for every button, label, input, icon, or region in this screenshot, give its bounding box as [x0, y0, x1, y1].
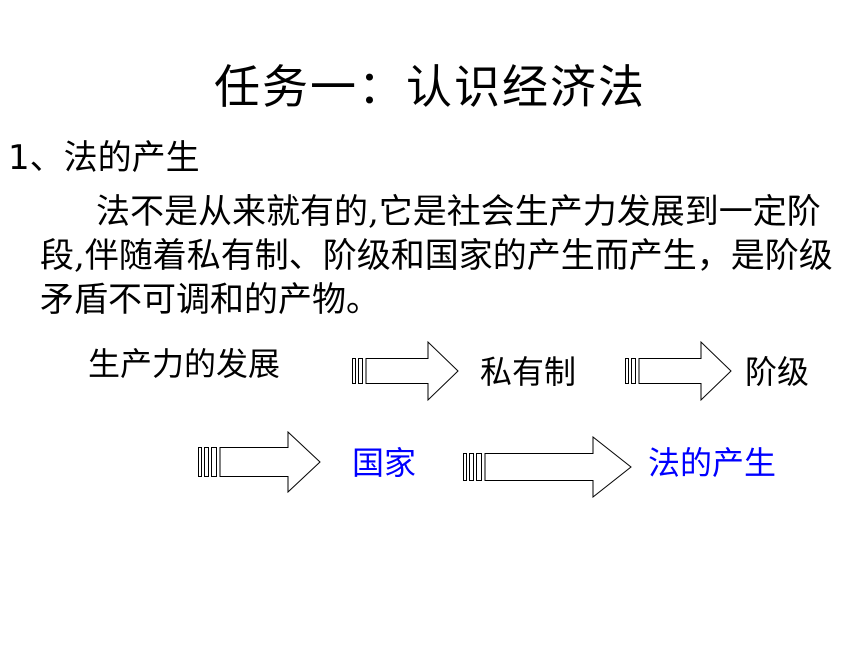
flow-step-law-label: 法的产生: [648, 444, 777, 482]
slide-title: 任务一：认识经济法: [214, 60, 646, 114]
right-arrow-icon: [198, 431, 322, 493]
right-arrow-icon: [352, 340, 460, 402]
flow-step-state: 国家: [352, 447, 416, 479]
flow-step-law: 法的产生: [648, 447, 776, 479]
right-arrow-icon: [625, 340, 733, 402]
flow-step-class: 阶级: [745, 353, 810, 391]
right-arrow-icon: [463, 436, 633, 498]
flow-step-productivity: 生产力的发展: [88, 345, 281, 383]
body-paragraph: 法不是从来就有的,它是社会生产力发展到一定阶段,伴随着私有制、阶级和国家的产生而…: [40, 192, 833, 320]
flow-step-state-label: 国家: [352, 444, 417, 482]
flow-step-private-ownership: 私有制: [480, 353, 577, 391]
section-heading: 1、法的产生: [8, 138, 200, 178]
